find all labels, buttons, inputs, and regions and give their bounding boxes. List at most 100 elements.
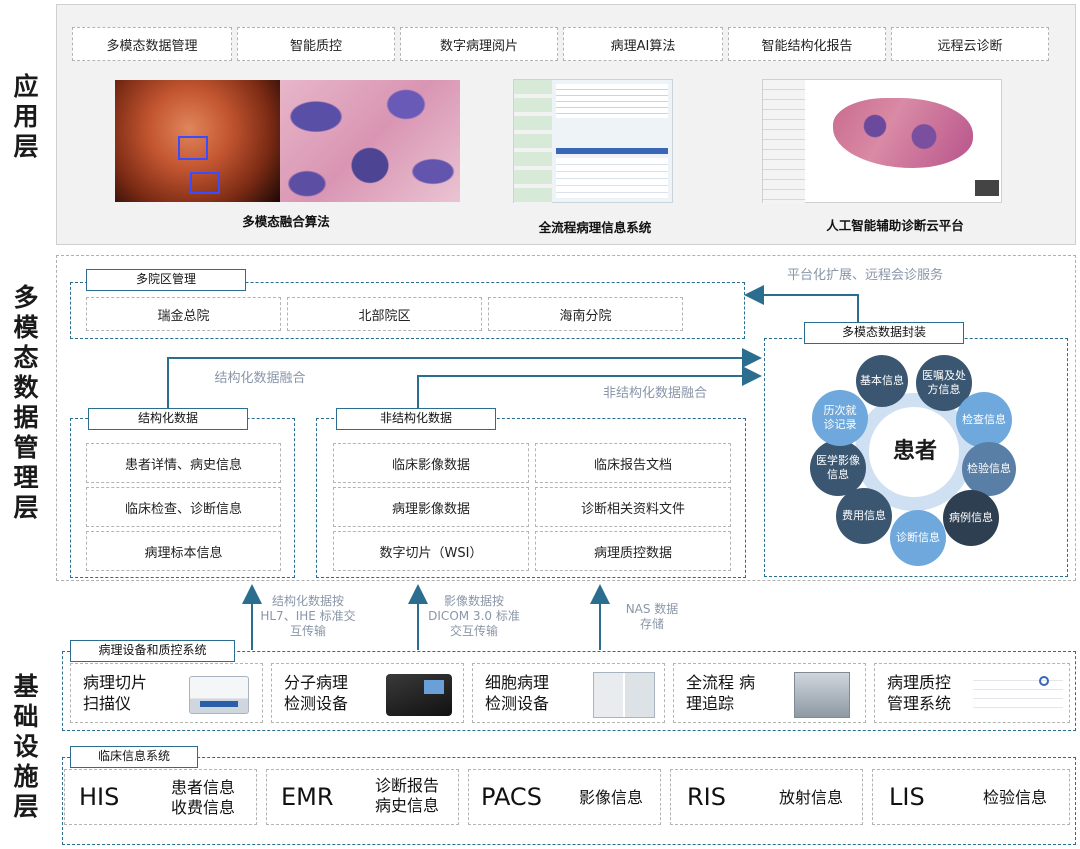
unstruct-fusion-arrow: [417, 366, 762, 410]
node-basic-info[interactable]: 基本信息: [856, 355, 908, 407]
system-name: HIS: [79, 783, 120, 811]
structured-title: 结构化数据: [88, 408, 248, 430]
data-layer-title-char: 管: [13, 433, 39, 462]
app-layer-title-char-1: 应: [13, 72, 39, 101]
endoscopy-image: [115, 80, 280, 202]
histology-image: [280, 80, 460, 202]
device-label: 病理切片 扫描仪: [83, 673, 148, 713]
infra-layer-title-char: 层: [13, 792, 39, 821]
device-label: 病理质控 管理系统: [887, 673, 952, 713]
cloud-sidebar: [763, 80, 805, 204]
system-desc: 患者信息 收费信息: [170, 778, 235, 817]
node-fee[interactable]: 费用信息: [836, 488, 892, 544]
dicom-note: 影像数据按 DICOM 3.0 标准交互传输: [428, 594, 520, 638]
unstruct-fusion-note: 非结构化数据融合: [602, 386, 707, 401]
structured-item[interactable]: 临床检查、诊断信息: [86, 487, 281, 527]
unstructured-panel: [316, 418, 746, 578]
system-his[interactable]: HIS 患者信息 收费信息: [64, 769, 257, 825]
node-case[interactable]: 病例信息: [943, 490, 999, 546]
device-label: 全流程 病理追踪: [686, 673, 756, 713]
node-exam[interactable]: 检查信息: [956, 392, 1012, 448]
data-layer-title-char: 据: [13, 403, 39, 432]
node-lab[interactable]: 检验信息: [962, 442, 1016, 496]
expand-note: 平台化扩展、远程会诊服务: [786, 268, 943, 283]
module-remote-diagnosis[interactable]: 远程云诊断: [891, 27, 1049, 61]
device-label: 分子病理 检测设备: [284, 673, 349, 713]
caption-ai-cloud: 人工智能辅助诊断云平台: [826, 218, 964, 233]
campus-panel: [70, 282, 745, 339]
detection-box: [178, 136, 208, 160]
pis-header: [556, 84, 668, 118]
app-layer-title-char-2: 用: [13, 102, 39, 131]
device-molecular[interactable]: 分子病理 检测设备: [271, 663, 464, 723]
app-layer-title-char-3: 层: [13, 132, 39, 161]
unstructured-item[interactable]: 临床影像数据: [333, 443, 529, 483]
system-name: EMR: [281, 783, 334, 811]
unstructured-item[interactable]: 诊断相关资料文件: [535, 487, 731, 527]
node-history[interactable]: 历次就诊记录: [812, 390, 868, 446]
data-layer-title-char: 数: [13, 373, 39, 402]
system-name: LIS: [889, 783, 925, 811]
devices-panel: [62, 651, 1076, 731]
module-quality-control[interactable]: 智能质控: [237, 27, 395, 61]
tracking-icon: [794, 672, 850, 718]
system-pacs[interactable]: PACS 影像信息: [468, 769, 661, 825]
campus-hainan[interactable]: 海南分院: [488, 297, 683, 331]
system-ris[interactable]: RIS 放射信息: [670, 769, 863, 825]
node-imaging[interactable]: 医学影像信息: [810, 440, 866, 496]
system-desc: 检验信息: [982, 788, 1047, 807]
campus-north[interactable]: 北部院区: [287, 297, 482, 331]
qc-dashboard-icon: [973, 672, 1063, 716]
module-pathology-ai[interactable]: 病理AI算法: [563, 27, 723, 61]
clinical-title: 临床信息系统: [70, 746, 198, 768]
struct-fusion-note: 结构化数据融合: [214, 371, 306, 386]
expand-arrow: [744, 285, 859, 325]
infra-layer-title-char: 基: [13, 672, 39, 701]
device-scanner[interactable]: 病理切片 扫描仪: [70, 663, 263, 723]
data-layer-title: 多 模 态 数 据 管 理 层: [9, 283, 43, 523]
unstructured-item[interactable]: 临床报告文档: [535, 443, 731, 483]
molecular-icon: [386, 674, 452, 716]
data-layer-panel: [56, 255, 1076, 581]
hl7-note: 结构化数据按 HL7、IHE 标准交互传输: [260, 594, 356, 638]
device-tracking[interactable]: 全流程 病理追踪: [673, 663, 866, 723]
patient-center: 患者: [892, 439, 937, 464]
unstructured-item[interactable]: 病理影像数据: [333, 487, 529, 527]
pis-screenshot: [513, 79, 673, 204]
node-diagnosis[interactable]: 诊断信息: [890, 510, 946, 566]
structured-item[interactable]: 患者详情、病史信息: [86, 443, 281, 483]
device-qc-system[interactable]: 病理质控 管理系统: [874, 663, 1070, 723]
device-label: 细胞病理 检测设备: [485, 673, 550, 713]
caption-fusion-algorithm: 多模态融合算法: [242, 214, 330, 229]
unstructured-item[interactable]: 病理质控数据: [535, 531, 731, 571]
campus-ruijin[interactable]: 瑞金总院: [86, 297, 281, 331]
device-cytology[interactable]: 细胞病理 检测设备: [472, 663, 665, 723]
system-emr[interactable]: EMR 诊断报告 病史信息: [266, 769, 459, 825]
data-layer-title-char: 模: [13, 313, 39, 342]
data-layer-title-char: 理: [13, 463, 39, 492]
infra-layer-title-char: 础: [13, 702, 39, 731]
cloud-tissue: [833, 98, 973, 168]
system-name: RIS: [687, 783, 726, 811]
module-digital-reading[interactable]: 数字病理阅片: [400, 27, 558, 61]
app-layer-title: 应 用 层: [9, 72, 43, 162]
structured-item[interactable]: 病理标本信息: [86, 531, 281, 571]
data-layer-title-char: 多: [13, 283, 39, 312]
data-layer-title-char: 层: [13, 493, 39, 522]
pis-sidebar: [514, 80, 552, 204]
system-desc: 影像信息: [578, 788, 643, 807]
data-layer-title-char: 态: [13, 343, 39, 372]
infra-layer-title: 基 础 设 施 层: [9, 672, 43, 822]
system-desc: 诊断报告 病史信息: [374, 776, 439, 815]
module-multimodal-data[interactable]: 多模态数据管理: [72, 27, 232, 61]
module-structured-report[interactable]: 智能结构化报告: [728, 27, 886, 61]
nas-note: NAS 数据存储: [625, 602, 679, 631]
devices-title: 病理设备和质控系统: [70, 640, 235, 662]
unstructured-item[interactable]: 数字切片（WSI）: [333, 531, 529, 571]
caption-pis: 全流程病理信息系统: [538, 220, 652, 235]
cloud-minimap: [975, 180, 999, 196]
system-name: PACS: [481, 783, 542, 811]
system-lis[interactable]: LIS 检验信息: [872, 769, 1070, 825]
infra-layer-title-char: 设: [13, 732, 39, 761]
